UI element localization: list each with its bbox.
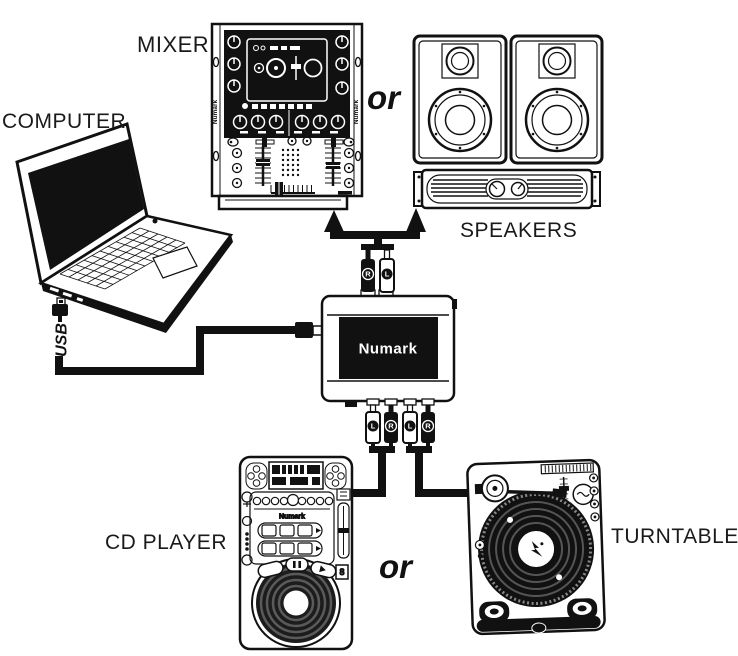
- rca-letter: R: [365, 270, 371, 279]
- cd-left-controls: [241, 491, 253, 566]
- usb-plug: USB: [52, 297, 71, 357]
- input-cable-turntable: [406, 442, 472, 497]
- cd-badge-box: [335, 564, 349, 580]
- rack-hole: [354, 150, 362, 162]
- cd-loop-buttons-row2: [257, 540, 323, 557]
- rca-letter: L: [408, 422, 413, 431]
- cd-badge: 8: [339, 567, 344, 577]
- rca-letter: R: [388, 422, 394, 431]
- usb-plug-hole: [59, 300, 63, 303]
- mixer-panel-marks: [240, 131, 338, 134]
- cue-button: [257, 560, 284, 579]
- or-label-bottom: or: [379, 548, 412, 585]
- usb-plug-body: [52, 304, 68, 316]
- rca-output-right: R: [361, 250, 375, 292]
- mixer-knobs-top: [227, 35, 349, 95]
- turntable-controls: [474, 462, 600, 559]
- turntable-tonearm: [474, 474, 568, 503]
- mixer-brand-left: Numark: [212, 100, 219, 125]
- computer-laptop: [15, 122, 234, 333]
- speakers-label: SPEAKERS: [460, 219, 578, 242]
- turntable-label: TURNTABLE: [611, 525, 738, 548]
- rca-input-tt-right: R: [421, 405, 435, 443]
- rca-letter: R: [425, 422, 431, 431]
- rca-input-cd-left: L: [365, 404, 381, 444]
- computer-label: COMPUTER: [2, 110, 127, 133]
- mixer-crossfader: [270, 182, 315, 196]
- output-cable-arrows: [324, 208, 426, 250]
- turntable-platter: [478, 490, 595, 607]
- mixer-label: MIXER: [137, 32, 210, 57]
- input-jack: [366, 398, 380, 406]
- laptop-power-button: [152, 218, 158, 224]
- cd-pitch-slider: [336, 488, 351, 559]
- rca-input-cd-right: R: [384, 405, 398, 443]
- rack-hole: [354, 56, 362, 68]
- laptop-screen: [28, 139, 144, 270]
- mixer-stand: [217, 194, 349, 211]
- mixer-kill-buttons: [242, 103, 312, 109]
- pitch-fader: [558, 485, 570, 492]
- pause-button: [285, 557, 309, 572]
- turntable-feet: [479, 598, 598, 634]
- cd-brand: Numark: [279, 514, 305, 521]
- laptop-trackpad: [152, 246, 198, 279]
- laptop-keyboard: [59, 227, 186, 290]
- interface-faceplate: [339, 317, 438, 379]
- rack-hole: [212, 150, 220, 162]
- mixer-device: Numark Numark: [210, 22, 364, 211]
- rca-input-tt-left: L: [402, 404, 418, 444]
- amplifier: [413, 168, 601, 210]
- turntable-device: [466, 458, 606, 636]
- cd-player-label: CD PLAYER: [105, 531, 227, 554]
- mixer-switch-row: [227, 136, 355, 147]
- input-cable-cd: [350, 442, 395, 497]
- mixer-gain-knobs: [231, 147, 355, 189]
- interface-brand: Numark: [359, 341, 418, 358]
- cd-dpad-left: [245, 462, 268, 490]
- input-jack: [403, 398, 417, 406]
- input-jack: [384, 398, 398, 406]
- speaker-left: [412, 34, 508, 165]
- arrow-to-mixer: [324, 210, 344, 232]
- audio-interface: Numark: [295, 289, 457, 407]
- rca-letter: L: [385, 270, 390, 279]
- usb-b-plug: [295, 322, 313, 338]
- speaker-right: [509, 34, 604, 165]
- arrow-to-speakers: [406, 208, 426, 232]
- usb-label: USB: [54, 323, 71, 357]
- cd-player-device: Numark: [238, 455, 354, 651]
- laptop-ports: [49, 286, 84, 302]
- record-label: [517, 529, 556, 568]
- amp-vents: [431, 179, 583, 197]
- interface-switch: [345, 401, 357, 407]
- rca-letter: L: [371, 422, 376, 431]
- mixer-cue-grid: [281, 148, 300, 177]
- or-label-top: or: [367, 79, 400, 116]
- mixer-eq-knobs: [232, 110, 346, 136]
- mixer-brand-right: Numark: [353, 100, 360, 125]
- cd-dpad-right: [324, 462, 347, 490]
- rca-output-left: L: [379, 249, 395, 293]
- label-graphic: [531, 541, 543, 557]
- cd-loop-buttons-row1: [257, 522, 323, 539]
- mixer-fx-display: [246, 38, 328, 102]
- mixer-model-text: [338, 191, 352, 195]
- input-jack: [421, 398, 435, 406]
- usb-cable: [55, 314, 300, 375]
- rack-hole: [212, 56, 220, 68]
- interface-side-tab: [452, 299, 457, 309]
- cd-transport: [257, 557, 337, 579]
- speakers: [412, 34, 604, 210]
- mixer-channel-faders: [255, 146, 341, 186]
- cd-hot-cue-buttons: [252, 493, 334, 510]
